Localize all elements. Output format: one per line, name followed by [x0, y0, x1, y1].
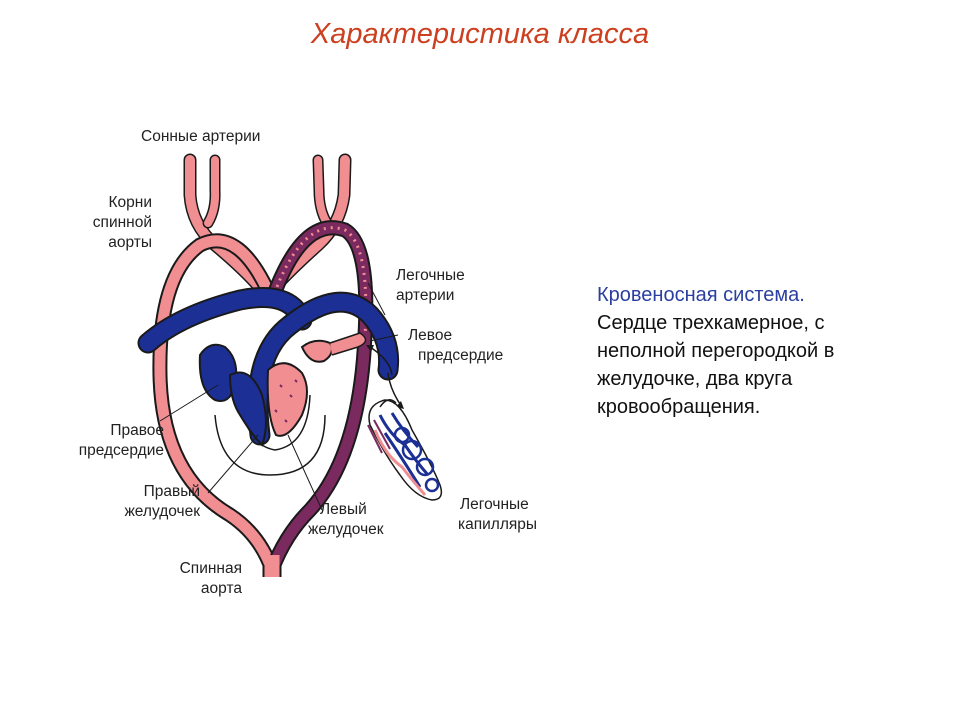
label-right-atrium-line1: Правое [110, 422, 164, 439]
label-left-ventricle-line1: Левый [320, 501, 367, 518]
label-left-atrium: Левое предсердие [406, 326, 503, 366]
label-right-ventricle: Правый желудочек [80, 482, 200, 522]
label-pulmonary-arteries-line1: Легочные [396, 267, 465, 284]
left-atrium-shape [300, 339, 333, 363]
label-dorsal-aorta-line2: аорта [200, 580, 242, 597]
label-pulmonary-capillaries-line2: капилляры [458, 516, 538, 533]
label-right-ventricle-line1: Правый [143, 483, 200, 500]
label-dorsal-aorta: Спинная аорта [140, 559, 242, 599]
label-left-atrium-line1: Левое [408, 327, 453, 344]
description-line-1: Сердце трехкамерное, с [597, 312, 825, 334]
label-pulmonary-capillaries: Легочные капилляры [458, 495, 537, 535]
label-right-ventricle-line2: желудочек [124, 503, 200, 520]
label-aortic-roots-line2: спинной [92, 214, 152, 231]
label-aortic-roots-line1: Корни [108, 194, 153, 211]
label-right-atrium-line2: предсердие [78, 442, 164, 459]
label-pulmonary-arteries-line2: артерии [396, 287, 455, 304]
label-left-atrium-line2: предсердие [418, 347, 504, 364]
circulatory-diagram: Сонные артерии Корни спинной аорты Легоч… [40, 115, 580, 615]
pulmonary-capillaries-shape [367, 399, 443, 501]
heart-vessels-illustration [137, 153, 443, 577]
label-pulmonary-arteries: Легочные артерии [396, 266, 465, 306]
label-right-atrium: Правое предсердие [40, 421, 164, 461]
slide-title: Характеристика класса [310, 18, 650, 50]
label-pulmonary-capillaries-line1: Легочные [460, 496, 529, 513]
right-ventricle-shape [228, 371, 267, 447]
description-line-4: кровообращения. [597, 396, 761, 418]
description-heading: Кровеносная система. [597, 284, 805, 306]
label-aortic-roots-line3: аорты [108, 234, 152, 251]
label-left-ventricle-line2: желудочек [308, 521, 384, 538]
label-dorsal-aorta-line1: Спинная [179, 560, 242, 577]
label-left-ventricle: Левый желудочек [308, 500, 384, 540]
description-text: Кровеносная система. Сердце трехкамерное… [597, 281, 927, 421]
label-carotid-arteries: Сонные артерии [141, 128, 261, 145]
left-ventricle-shape [266, 362, 308, 437]
description-line-2: неполной перегородкой в [597, 340, 835, 362]
label-aortic-roots: Корни спинной аорты [52, 193, 152, 253]
description-line-3: желудочке, два круга [597, 368, 793, 390]
